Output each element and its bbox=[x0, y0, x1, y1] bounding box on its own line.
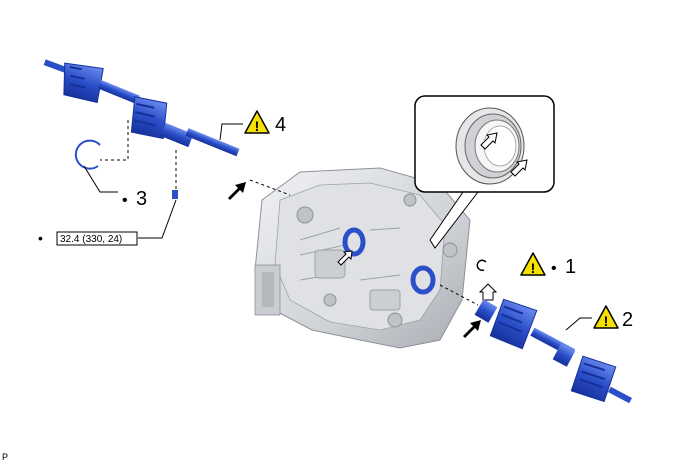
guide-lines bbox=[100, 120, 479, 306]
install-direction-arrow-icon bbox=[228, 182, 246, 200]
install-direction-arrow-icon bbox=[463, 320, 481, 338]
left-oil-seal bbox=[342, 227, 366, 257]
bullet: • bbox=[122, 192, 128, 209]
snap-ring bbox=[476, 259, 487, 272]
callout-1: 1 bbox=[565, 256, 576, 278]
callout-2: 2 bbox=[622, 309, 633, 331]
caution-triangle-icon: ! bbox=[520, 252, 546, 276]
caution-triangle-icon: ! bbox=[593, 305, 619, 329]
snap-ring bbox=[74, 139, 101, 170]
callout-4: 4 bbox=[275, 114, 286, 136]
hollow-arrow-icon bbox=[478, 283, 498, 301]
left-drive-shaft bbox=[43, 59, 240, 157]
seal-detail-inset bbox=[414, 95, 555, 249]
transaxle-assembly bbox=[254, 167, 471, 349]
caution-triangle-icon: ! bbox=[244, 110, 270, 134]
bolt bbox=[172, 190, 178, 199]
leader-lines bbox=[83, 123, 592, 331]
right-drive-shaft bbox=[474, 298, 633, 404]
torque-spec-value: 32.4 (330, 24) bbox=[60, 234, 122, 245]
bullet: • bbox=[551, 260, 557, 277]
torque-spec: • 32.4 (330, 24) bbox=[38, 230, 138, 246]
caution-mark: ! bbox=[255, 118, 260, 134]
caution-mark: ! bbox=[531, 260, 536, 276]
callout-3: 3 bbox=[136, 188, 147, 210]
caution-mark: ! bbox=[604, 313, 609, 329]
footer-mark: P bbox=[2, 452, 8, 462]
hollow-arrow-icon bbox=[337, 250, 353, 266]
bullet: • bbox=[38, 230, 43, 246]
right-oil-seal bbox=[410, 265, 436, 295]
